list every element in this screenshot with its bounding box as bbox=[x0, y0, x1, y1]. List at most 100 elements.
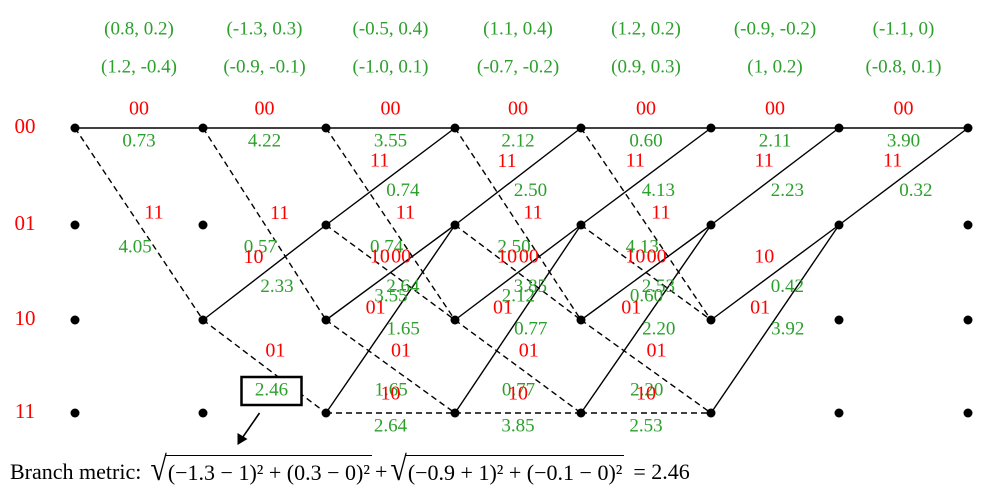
branch-s4-11-to-01 bbox=[580, 224, 712, 414]
node-t3-00 bbox=[450, 123, 460, 133]
branch-bits-12: 01 bbox=[366, 296, 386, 318]
branch-metric-30: 2.11 bbox=[759, 130, 792, 151]
branch-s6-01-to-00 bbox=[838, 127, 969, 226]
formula-label: Branch metric: bbox=[10, 459, 142, 484]
branch-bits-14: 00 bbox=[508, 98, 528, 120]
branch-s4-10-to-11 bbox=[580, 319, 712, 414]
branch-bits-10: 10 bbox=[370, 246, 390, 268]
branch-s3-00-to-10 bbox=[454, 127, 582, 321]
branch-bits-16: 11 bbox=[497, 150, 516, 172]
branch-s1-10-to-01 bbox=[202, 224, 327, 321]
node-t5-01 bbox=[706, 220, 716, 230]
node-t4-10 bbox=[576, 315, 586, 325]
state-label-00: 00 bbox=[15, 114, 36, 138]
branch-metric-26: 2.53 bbox=[642, 276, 675, 297]
branch-metric-21: 3.85 bbox=[501, 415, 534, 436]
node-t1-01 bbox=[198, 220, 208, 230]
branch-bits-23: 11 bbox=[651, 202, 670, 224]
received-pair-4-first: (1.2, 0.2) bbox=[611, 18, 681, 39]
branch-s5-01-to-00 bbox=[710, 127, 840, 226]
received-pair-1-second: (-0.9, -0.1) bbox=[223, 56, 305, 77]
branch-s2-10-to-11 bbox=[325, 319, 456, 414]
branch-s2-11-to-01 bbox=[325, 224, 456, 414]
received-pair-6-second: (-0.8, 0.1) bbox=[866, 56, 942, 77]
formula-term-1: (−1.3 − 1)² + (0.3 − 0)² bbox=[165, 455, 372, 489]
branch-s5-11-to-01 bbox=[710, 224, 840, 414]
branch-metric-18: 3.85 bbox=[514, 276, 547, 297]
branch-metric-12: 1.65 bbox=[387, 318, 420, 339]
received-pair-0-second: (1.2, -0.4) bbox=[101, 56, 177, 77]
branch-bits-35: 11 bbox=[883, 150, 902, 172]
branch-metric-3: 0.57 bbox=[244, 236, 277, 257]
node-t7-00 bbox=[963, 123, 973, 133]
node-t0-01 bbox=[70, 220, 80, 230]
branch-metric-10: 2.64 bbox=[386, 276, 420, 297]
received-pair-2-second: (-1.0, 0.1) bbox=[353, 56, 429, 77]
branch-bits-30: 00 bbox=[765, 98, 785, 120]
node-t2-11 bbox=[321, 408, 331, 418]
state-label-10: 10 bbox=[15, 306, 36, 330]
node-t7-01 bbox=[963, 220, 973, 230]
branch-metric-1: 4.05 bbox=[118, 237, 151, 258]
branch-bits-21: 10 bbox=[508, 383, 528, 405]
highlight-metric: 2.46 bbox=[255, 379, 288, 400]
node-t1-10 bbox=[198, 315, 208, 325]
branch-bits-2: 00 bbox=[255, 98, 275, 120]
branch-bits-1: 11 bbox=[144, 202, 163, 224]
trellis-nodes bbox=[70, 123, 973, 418]
branch-bits-0: 00 bbox=[129, 98, 149, 120]
branch-metric-24: 4.13 bbox=[642, 180, 675, 201]
branch-bits-34: 00 bbox=[894, 98, 914, 120]
branch-bits-13: 10 bbox=[381, 383, 401, 405]
branch-bits-17: 00 bbox=[519, 246, 539, 268]
node-t6-00 bbox=[834, 123, 844, 133]
branch-metric-6: 3.55 bbox=[374, 130, 407, 151]
branch-metric-15: 2.50 bbox=[497, 237, 530, 258]
branch-metric-0: 0.73 bbox=[122, 130, 155, 151]
received-pair-3-first: (1.1, 0.4) bbox=[483, 18, 553, 39]
node-t6-10 bbox=[834, 315, 844, 325]
received-pair-0-first: (0.8, 0.2) bbox=[104, 18, 174, 39]
node-t4-01 bbox=[576, 220, 586, 230]
sqrt-term-2: √ (−0.9 + 1)² + (−0.1 − 0)² bbox=[390, 449, 625, 489]
branch-metric-28: 2.20 bbox=[642, 318, 675, 339]
formula-plus: + bbox=[374, 459, 388, 484]
branch-bits-18: 10 bbox=[497, 246, 517, 268]
received-pair-5-first: (-0.9, -0.2) bbox=[734, 18, 816, 39]
node-t1-11 bbox=[198, 408, 208, 418]
branch-bits-5: 01 bbox=[265, 340, 285, 362]
received-pair-5-second: (1, 0.2) bbox=[747, 56, 802, 77]
branch-metric-22: 0.60 bbox=[629, 130, 662, 151]
branch-s1-00-to-10 bbox=[202, 127, 327, 321]
branch-s1-10-to-11 bbox=[202, 319, 327, 414]
branch-bits-7: 11 bbox=[396, 202, 415, 224]
node-t6-01 bbox=[834, 220, 844, 230]
node-t5-00 bbox=[706, 123, 716, 133]
branch-s3-11-to-01 bbox=[454, 224, 582, 414]
sqrt-term-1: √ (−1.3 − 1)² + (0.3 − 0)² bbox=[150, 449, 372, 489]
branch-bits-24: 11 bbox=[626, 150, 645, 172]
branch-metric-29: 2.53 bbox=[629, 415, 662, 436]
node-t2-00 bbox=[321, 123, 331, 133]
node-t4-00 bbox=[576, 123, 586, 133]
branch-bits-25: 00 bbox=[647, 246, 667, 268]
received-pair-6-first: (-1.1, 0) bbox=[873, 18, 935, 39]
formula-result: = 2.46 bbox=[633, 459, 690, 484]
branch-s2-00-to-10 bbox=[325, 127, 456, 321]
formula-term-2: (−0.9 + 1)² + (−0.1 − 0)² bbox=[405, 455, 625, 489]
branch-metric-17: 2.12 bbox=[502, 286, 535, 307]
node-t7-10 bbox=[963, 315, 973, 325]
node-t1-00 bbox=[198, 123, 208, 133]
branch-metric-32: 0.42 bbox=[771, 276, 804, 297]
branch-metric-19: 0.77 bbox=[502, 380, 535, 401]
branch-bits-3: 11 bbox=[270, 202, 289, 224]
received-pair-1-first: (-1.3, 0.3) bbox=[227, 18, 303, 39]
branch-bits-15: 11 bbox=[523, 202, 542, 224]
state-label-11: 11 bbox=[15, 399, 35, 423]
branch-metric-9: 3.55 bbox=[374, 286, 407, 307]
branch-metric-4: 2.33 bbox=[260, 276, 293, 297]
branch-s4-01-to-00 bbox=[580, 127, 712, 226]
node-t5-11 bbox=[706, 408, 716, 418]
branch-s3-01-to-00 bbox=[454, 127, 582, 226]
trellis-branches bbox=[74, 127, 969, 414]
